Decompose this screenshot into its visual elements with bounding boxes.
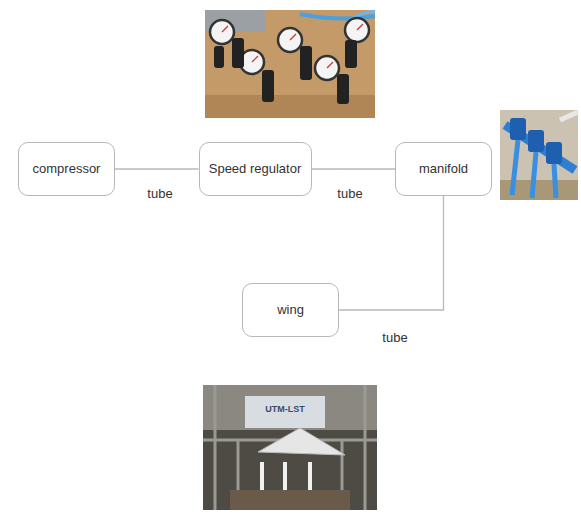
tube-connector (339, 196, 444, 310)
sign-text: UTM-LST (265, 404, 305, 414)
wing-photo (203, 385, 377, 510)
edge-label: tube (335, 186, 364, 201)
box-label: wing (277, 302, 304, 318)
box-label: manifold (419, 161, 468, 177)
edge-label: tube (380, 330, 409, 345)
process-box: compressor (18, 142, 115, 196)
process-box: wing (242, 283, 339, 337)
process-box: Speed regulator (199, 142, 312, 196)
box-label: compressor (33, 161, 101, 177)
regulator-photo (205, 10, 375, 118)
tube-connector (115, 168, 199, 169)
box-label: Speed regulator (209, 161, 302, 177)
process-box: manifold (395, 142, 492, 196)
tube-connector (312, 168, 396, 169)
manifold-photo (500, 110, 578, 200)
edge-label: tube (145, 186, 174, 201)
